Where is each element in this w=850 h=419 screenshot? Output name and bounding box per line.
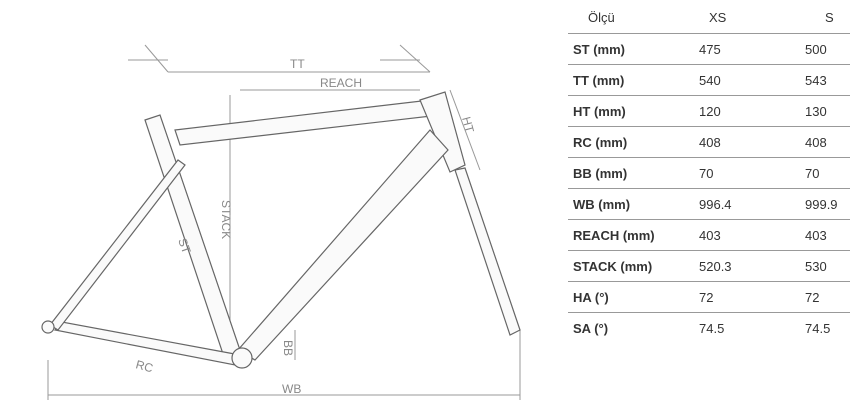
cell-label: STACK (mm) [568,250,693,282]
cell-label: RC (mm) [568,126,693,158]
label-rc: RC [134,357,155,375]
cell-xs: 70 [693,157,805,189]
cell-label: TT (mm) [568,64,693,96]
cell-s: 530 [805,250,850,282]
cell-label: HT (mm) [568,95,693,127]
cell-s: 72 [805,281,850,313]
cell-xs: 996.4 [693,188,805,220]
cell-xs: 74.5 [693,312,805,343]
cell-s: 408 [805,126,850,158]
cell-xs: 475 [693,33,805,65]
table-header-row: Ölçü XS S [568,2,850,34]
cell-xs: 403 [693,219,805,251]
label-st: ST [175,236,194,256]
header-s: S [825,10,834,25]
cell-s: 70 [805,157,850,189]
cell-xs: 408 [693,126,805,158]
cell-xs: 520.3 [693,250,805,282]
cell-xs: 120 [693,95,805,127]
label-reach: REACH [320,76,362,90]
cell-label: REACH (mm) [568,219,693,251]
label-ht: HT [459,115,477,135]
cell-s: 403 [805,219,850,251]
cell-label: WB (mm) [568,188,693,220]
frame-geometry-diagram: TT REACH HT STACK ST RC BB WB [41,44,521,400]
cell-s: 74.5 [805,312,850,343]
cell-xs: 72 [693,281,805,313]
cell-label: ST (mm) [568,33,693,65]
label-tt: TT [290,57,305,71]
label-stack: STACK [219,200,233,239]
cell-xs: 540 [693,64,805,96]
header-xs: XS [709,10,727,25]
cell-label: SA (°) [568,312,693,343]
cell-s: 543 [805,64,850,96]
cell-label: HA (°) [568,281,693,313]
label-wb: WB [282,382,301,396]
header-measure: Ölçü [588,10,615,25]
cell-s: 130 [805,95,850,127]
label-bb: BB [281,340,295,356]
cell-label: BB (mm) [568,157,693,189]
cell-s: 500 [805,33,850,65]
cell-s: 999.9 [805,188,850,220]
